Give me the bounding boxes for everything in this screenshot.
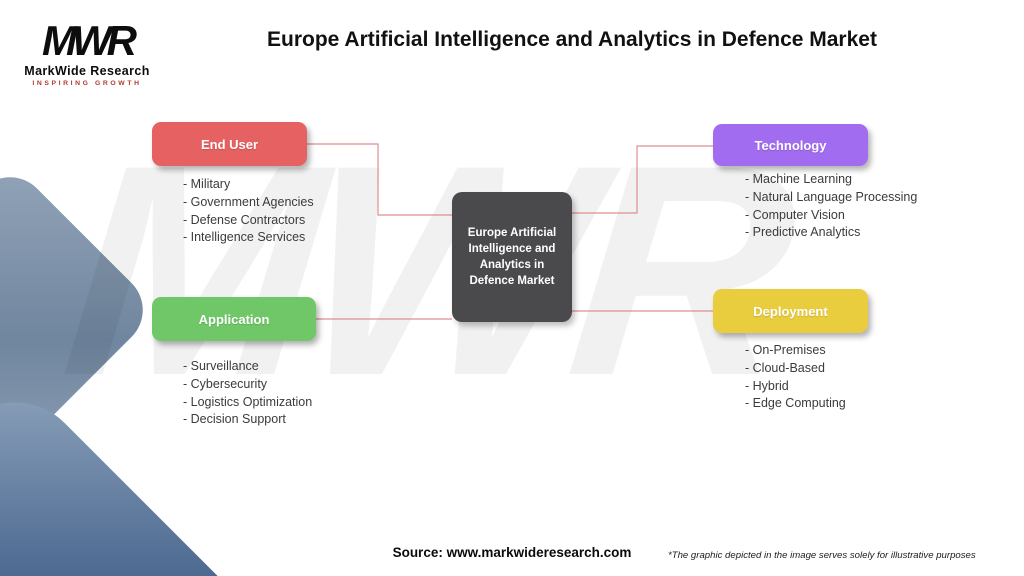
logo-tagline: INSPIRING GROWTH — [32, 80, 142, 87]
list-item: - Cybersecurity — [183, 376, 268, 391]
list-item: - Natural Language Processing — [745, 189, 918, 204]
list-item: - Machine Learning — [745, 172, 853, 186]
category-box-deployment: Deployment — [713, 289, 868, 333]
list-item: - Military — [183, 177, 231, 191]
category-box-end-user: End User — [152, 122, 307, 166]
list-item: - Defense Contractors — [183, 212, 306, 227]
list-item: - Logistics Optimization — [183, 394, 313, 409]
page-title: Europe Artificial Intelligence and Analy… — [267, 28, 877, 51]
category-label-end-user: End User — [200, 136, 259, 152]
category-box-technology: Technology — [713, 124, 868, 166]
center-node: Europe Artificial Intelligence and Analy… — [452, 192, 572, 322]
list-item: - Edge Computing — [745, 396, 846, 411]
center-node-label: Europe Artificial Intelligence and Analy… — [467, 226, 557, 288]
list-item: - Computer Vision — [745, 207, 845, 222]
category-items-deployment: - On-Premises - Cloud-Based - Hybrid - E… — [745, 342, 846, 413]
list-item: - Government Agencies — [183, 194, 314, 209]
logo-acronym: MWR — [42, 17, 137, 64]
list-item: - Intelligence Services — [183, 230, 306, 245]
category-items-technology: - Machine Learning - Natural Language Pr… — [745, 171, 917, 242]
list-item: - Surveillance — [183, 359, 259, 373]
list-item: - Hybrid — [745, 378, 789, 393]
list-item: - On-Premises — [745, 343, 826, 357]
footer-disclaimer: *The graphic depicted in the image serve… — [668, 550, 976, 561]
footer-source: Source: www.markwideresearch.com — [0, 545, 1024, 560]
list-item: - Predictive Analytics — [745, 225, 861, 240]
category-label-application: Application — [198, 311, 270, 327]
markwide-research-logo: MWR MarkWide Research INSPIRING GROWTH — [22, 17, 152, 88]
category-items-application: - Surveillance - Cybersecurity - Logisti… — [183, 358, 312, 429]
logo-name: MarkWide Research — [24, 64, 150, 78]
category-box-application: Application — [152, 297, 316, 341]
list-item: - Cloud-Based — [745, 360, 825, 375]
category-label-deployment: Deployment — [753, 303, 828, 319]
list-item: - Decision Support — [183, 412, 286, 427]
category-items-end-user: - Military - Government Agencies - Defen… — [183, 176, 314, 247]
source-label: Source: — [392, 545, 443, 560]
source-url-link[interactable]: www.markwideresearch.com — [446, 545, 632, 560]
category-label-technology: Technology — [754, 137, 827, 153]
